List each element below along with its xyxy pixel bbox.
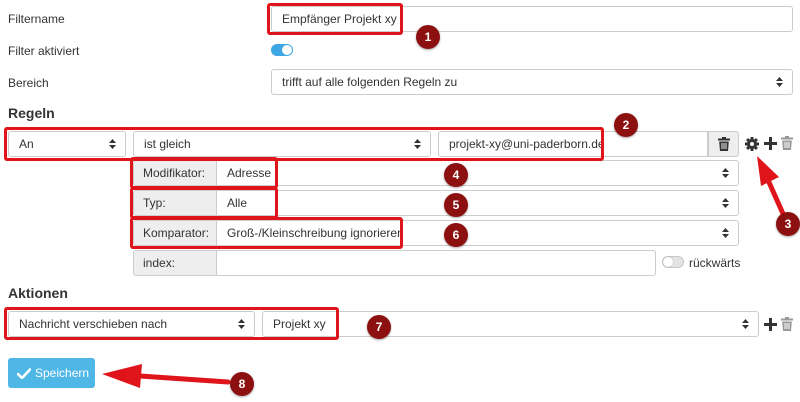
save-button-label: Speichern [35,366,90,380]
filter-active-label: Filter aktiviert [8,44,80,58]
add-rule-icon[interactable] [764,137,777,150]
arrow-to-gear-icon [757,156,787,219]
arrow-to-save-icon [102,364,231,388]
select-arrows-icon [722,228,729,238]
badge-7: 7 [367,315,391,339]
trash-icon [718,137,730,151]
toggle-knob [663,257,673,267]
folder-select-value: Projekt xy [273,317,326,331]
badge-8: 8 [230,372,254,396]
select-arrows-icon [109,139,116,149]
badge-4: 4 [444,163,468,187]
rule-header-select[interactable]: An [8,131,126,157]
scope-label: Bereich [8,76,49,90]
add-action-icon[interactable] [764,318,777,331]
badge-3: 3 [776,212,800,236]
scope-select-value: trifft auf alle folgenden Regeln zu [282,75,458,89]
select-arrows-icon [722,168,729,178]
type-select[interactable]: Alle [216,190,739,216]
filtername-input[interactable]: Empfänger Projekt xy [271,6,793,32]
index-input[interactable] [216,250,656,276]
check-icon [17,368,31,379]
index-label: index: [133,250,217,276]
rule-value-input[interactable]: projekt-xy@uni-paderborn.de [438,131,708,157]
badge-5: 5 [444,193,468,217]
comparator-select[interactable]: Groß-/Kleinschreibung ignorieren [216,220,739,246]
modifier-label: Modifikator: [133,160,217,186]
select-arrows-icon [238,319,245,329]
save-button[interactable]: Speichern [8,358,95,388]
badge-1: 1 [416,25,440,49]
rule-operator-select[interactable]: ist gleich [133,131,431,157]
select-arrows-icon [776,77,783,87]
gear-icon[interactable] [745,137,759,151]
scope-select[interactable]: trifft auf alle folgenden Regeln zu [271,69,793,95]
rules-title: Regeln [8,105,55,121]
comparator-label: Komparator: [133,220,217,246]
rule-delete-button[interactable] [708,131,739,157]
actions-title: Aktionen [8,285,68,301]
badge-6: 6 [444,223,468,247]
rule-operator-value: ist gleich [144,137,191,151]
type-label: Typ: [133,190,217,216]
remove-rule-icon[interactable] [781,136,793,150]
remove-action-icon[interactable] [781,317,793,331]
type-value: Alle [227,196,248,210]
modifier-value: Adresse [227,166,272,180]
filtername-label: Filtername [8,12,65,26]
comparator-value: Groß-/Kleinschreibung ignorieren [227,226,404,240]
reverse-toggle[interactable] [662,256,684,268]
select-arrows-icon [414,139,421,149]
reverse-label: rückwärts [689,256,741,270]
folder-select[interactable]: Projekt xy [262,311,759,337]
action-select[interactable]: Nachricht verschieben nach [8,311,255,337]
modifier-select[interactable]: Adresse [216,160,739,186]
select-arrows-icon [722,198,729,208]
action-select-value: Nachricht verschieben nach [19,317,168,331]
toggle-knob [282,45,292,55]
rule-header-value: An [19,137,34,151]
select-arrows-icon [742,319,749,329]
filter-active-toggle[interactable] [271,44,293,56]
badge-2: 2 [614,113,638,137]
